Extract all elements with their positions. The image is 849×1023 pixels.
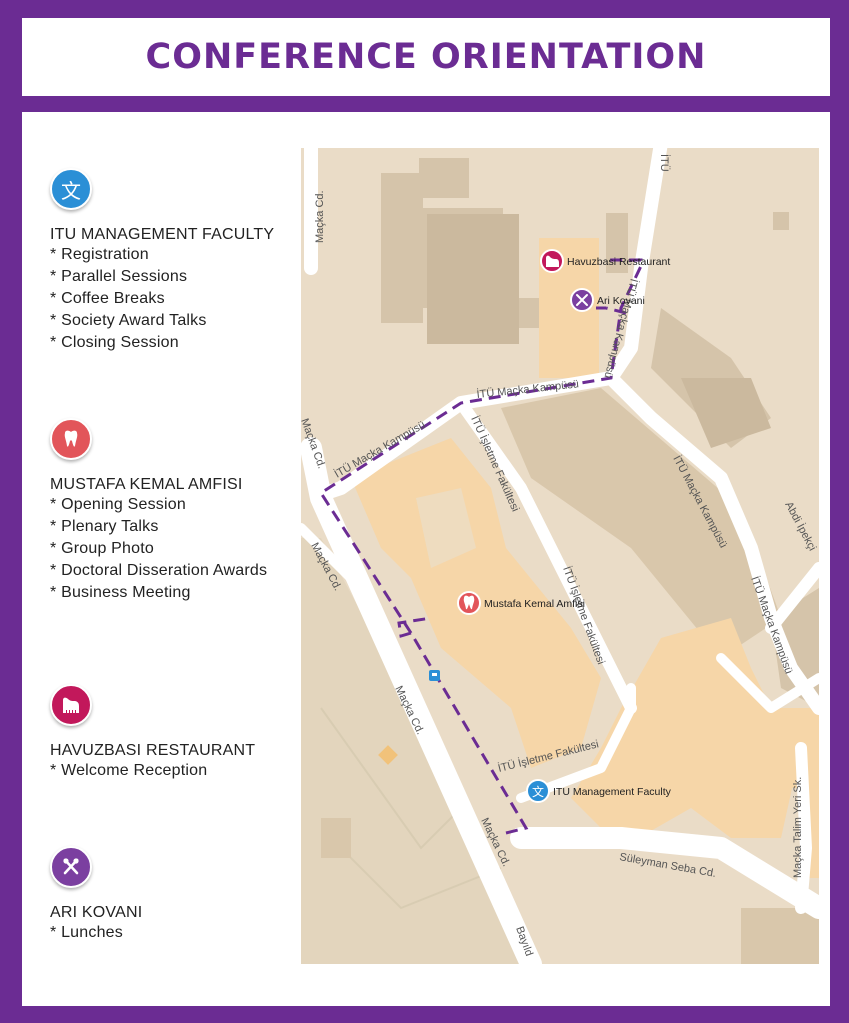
pin-itu[interactable]: 文 ITU Management Faculty [526,779,672,803]
road-label-macka-top: Maçka Cd. [314,190,326,243]
legend-item-arikovani: ARI KOVANI * Lunches [50,846,142,944]
map-canvas: Maçka Cd. Maçka Cd. Maçka Cd. Maçka Cd. … [301,148,819,964]
legend-line: * Group Photo [50,540,154,557]
legend-line: * Welcome Reception [50,762,208,779]
legend-item-itu: 文 ITU MANAGEMENT FACULTY * Registration … [50,168,274,354]
language-icon: 文 [532,784,544,799]
legend-line: * Registration [50,246,149,263]
fork-knife-icon [576,294,588,306]
page-title: CONFERENCE ORIENTATION [145,37,707,77]
legend-line: * Parallel Sessions [50,268,188,285]
legend-line: * Opening Session [50,496,186,513]
pin-label-mustafa: Mustafa Kemal Amfisi [484,598,585,610]
title-banner: CONFERENCE ORIENTATION [22,18,830,96]
legend-line: * Closing Session [50,334,179,351]
road-label-talim: Maçka Talim Yeri Sk. [792,777,804,878]
legend-line: * Plenary Talks [50,518,159,535]
legend-title: ITU MANAGEMENT FACULTY [50,226,275,243]
legend-title: ARI KOVANI [50,904,143,921]
campus-map[interactable]: Maçka Cd. Maçka Cd. Maçka Cd. Maçka Cd. … [301,148,819,964]
legend-item-havuzbasi: HAVUZBASI RESTAURANT * Welcome Reception [50,684,255,782]
tooth-icon [50,418,92,460]
pin-label-arikovani: Ari Kovani [597,295,645,307]
content-panel: 文 ITU MANAGEMENT FACULTY * Registration … [22,112,830,1006]
legend-line: * Business Meeting [50,584,191,601]
legend-title: HAVUZBASI RESTAURANT [50,742,256,759]
road-label-itu-top: İTÜ [658,154,671,172]
pin-havuzbasi[interactable]: Havuzbasi Restaurant [540,249,670,273]
legend-item-mustafa: MUSTAFA KEMAL AMFISI * Opening Session *… [50,418,267,604]
pin-label-havuzbasi: Havuzbasi Restaurant [567,256,670,268]
legend-line: * Lunches [50,924,123,941]
legend-title: MUSTAFA KEMAL AMFISI [50,476,243,493]
pin-arikovani[interactable]: Ari Kovani [570,288,645,312]
tooth-icon [463,595,475,610]
piano-icon [546,255,559,267]
pin-label-itu: ITU Management Faculty [553,786,672,798]
piano-icon [50,684,92,726]
legend-line: * Doctoral Disseration Awards [50,562,268,579]
legend-line: * Society Award Talks [50,312,207,329]
legend: 文 ITU MANAGEMENT FACULTY * Registration … [22,112,300,1006]
legend-line: * Coffee Breaks [50,290,165,307]
pin-mustafa[interactable]: Mustafa Kemal Amfisi [457,591,585,615]
language-icon: 文 [50,168,92,210]
fork-knife-icon [50,846,92,888]
